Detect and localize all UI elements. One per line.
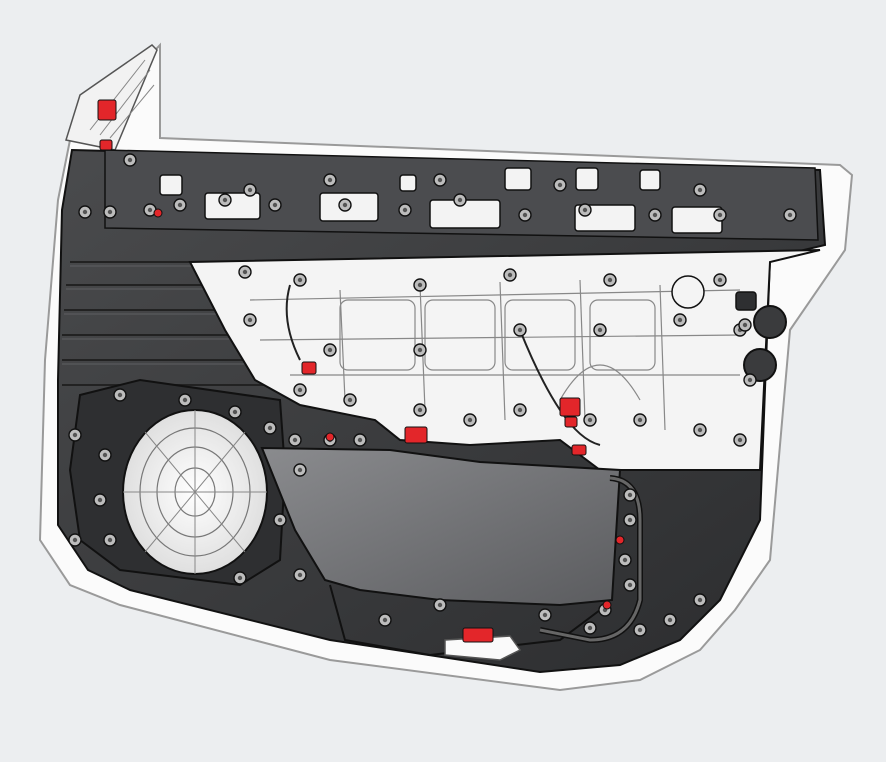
screw-center-icon <box>402 207 408 213</box>
screw-center-icon <box>247 187 253 193</box>
screw-center-icon <box>737 437 743 443</box>
screw-center-icon <box>327 347 333 353</box>
screw-center-icon <box>177 202 183 208</box>
screw-center-icon <box>222 197 228 203</box>
connector-icon <box>404 426 428 444</box>
screw-center-icon <box>622 557 628 563</box>
screw-center-icon <box>517 407 523 413</box>
highlighted-connectors <box>97 99 625 643</box>
screw-center-icon <box>292 437 298 443</box>
screw-center-icon <box>127 157 133 163</box>
connector-icon <box>301 361 317 375</box>
panel-ridges-highlight <box>62 265 265 365</box>
screw-center-icon <box>437 177 443 183</box>
screw-center-icon <box>697 427 703 433</box>
screw-center-icon <box>102 452 108 458</box>
screw-center-icon <box>637 417 643 423</box>
screw-center-icon <box>587 417 593 423</box>
screw-center-icon <box>232 409 238 415</box>
armrest <box>260 446 622 607</box>
screw-center-icon <box>557 182 563 188</box>
screw-center-icon <box>747 377 753 383</box>
screw-center-icon <box>582 207 588 213</box>
screw-center-icon <box>272 202 278 208</box>
screw-center-icon <box>627 492 633 498</box>
screw-center-icon <box>627 582 633 588</box>
armrest-pocket <box>329 584 601 657</box>
red-clip-icon <box>325 432 335 442</box>
speaker-grille <box>122 409 268 575</box>
red-clip-icon <box>602 600 612 610</box>
connector-icon <box>462 627 494 643</box>
panel-ridges <box>62 261 285 386</box>
red-clip-icon <box>153 208 163 218</box>
screw-center-icon <box>327 177 333 183</box>
screws <box>68 153 797 637</box>
carrier-rib-grid <box>249 279 741 431</box>
screw-center-icon <box>297 387 303 393</box>
screw-center-icon <box>297 467 303 473</box>
screw-center-icon <box>417 347 423 353</box>
connector-icon <box>559 397 581 417</box>
screw-center-icon <box>627 517 633 523</box>
screw-center-icon <box>247 317 253 323</box>
screw-center-icon <box>522 212 528 218</box>
screw-center-icon <box>182 397 188 403</box>
screw-center-icon <box>517 327 523 333</box>
screw-center-icon <box>717 212 723 218</box>
right-mount-bosses <box>671 275 787 382</box>
screw-center-icon <box>382 617 388 623</box>
screw-center-icon <box>357 437 363 443</box>
screw-center-icon <box>457 197 463 203</box>
screw-center-icon <box>697 597 703 603</box>
screw-center-icon <box>147 207 153 213</box>
connector-icon <box>564 416 578 428</box>
screw-center-icon <box>97 497 103 503</box>
screw-center-icon <box>717 277 723 283</box>
screw-center-icon <box>82 209 88 215</box>
screw-center-icon <box>507 272 513 278</box>
screw-center-icon <box>467 417 473 423</box>
armrest-bracket-rail-highlight <box>539 476 642 642</box>
screw-center-icon <box>417 282 423 288</box>
screw-center-icon <box>237 575 243 581</box>
screw-center-icon <box>667 617 673 623</box>
screw-center-icon <box>652 212 658 218</box>
screw-center-icon <box>342 202 348 208</box>
screw-center-icon <box>107 537 113 543</box>
screw-center-icon <box>697 187 703 193</box>
screw-center-icon <box>417 407 423 413</box>
connector-icon <box>97 99 117 121</box>
screw-center-icon <box>742 322 748 328</box>
screw-center-icon <box>297 572 303 578</box>
screw-center-icon <box>607 277 613 283</box>
screw-center-icon <box>637 627 643 633</box>
screw-center-icon <box>107 209 113 215</box>
screw-center-icon <box>347 397 353 403</box>
screw-center-icon <box>597 327 603 333</box>
screw-center-icon <box>242 269 248 275</box>
connector-icon <box>571 444 587 456</box>
screw-center-icon <box>677 317 683 323</box>
screw-center-icon <box>297 277 303 283</box>
screw-center-icon <box>72 537 78 543</box>
screw-center-icon <box>787 212 793 218</box>
screw-center-icon <box>267 425 273 431</box>
screw-center-icon <box>117 392 123 398</box>
red-clip-icon <box>615 535 625 545</box>
screw-center-icon <box>277 517 283 523</box>
screw-center-icon <box>437 602 443 608</box>
screw-center-icon <box>542 612 548 618</box>
screw-center-icon <box>72 432 78 438</box>
screw-center-icon <box>587 625 593 631</box>
connector-icon <box>99 139 113 151</box>
